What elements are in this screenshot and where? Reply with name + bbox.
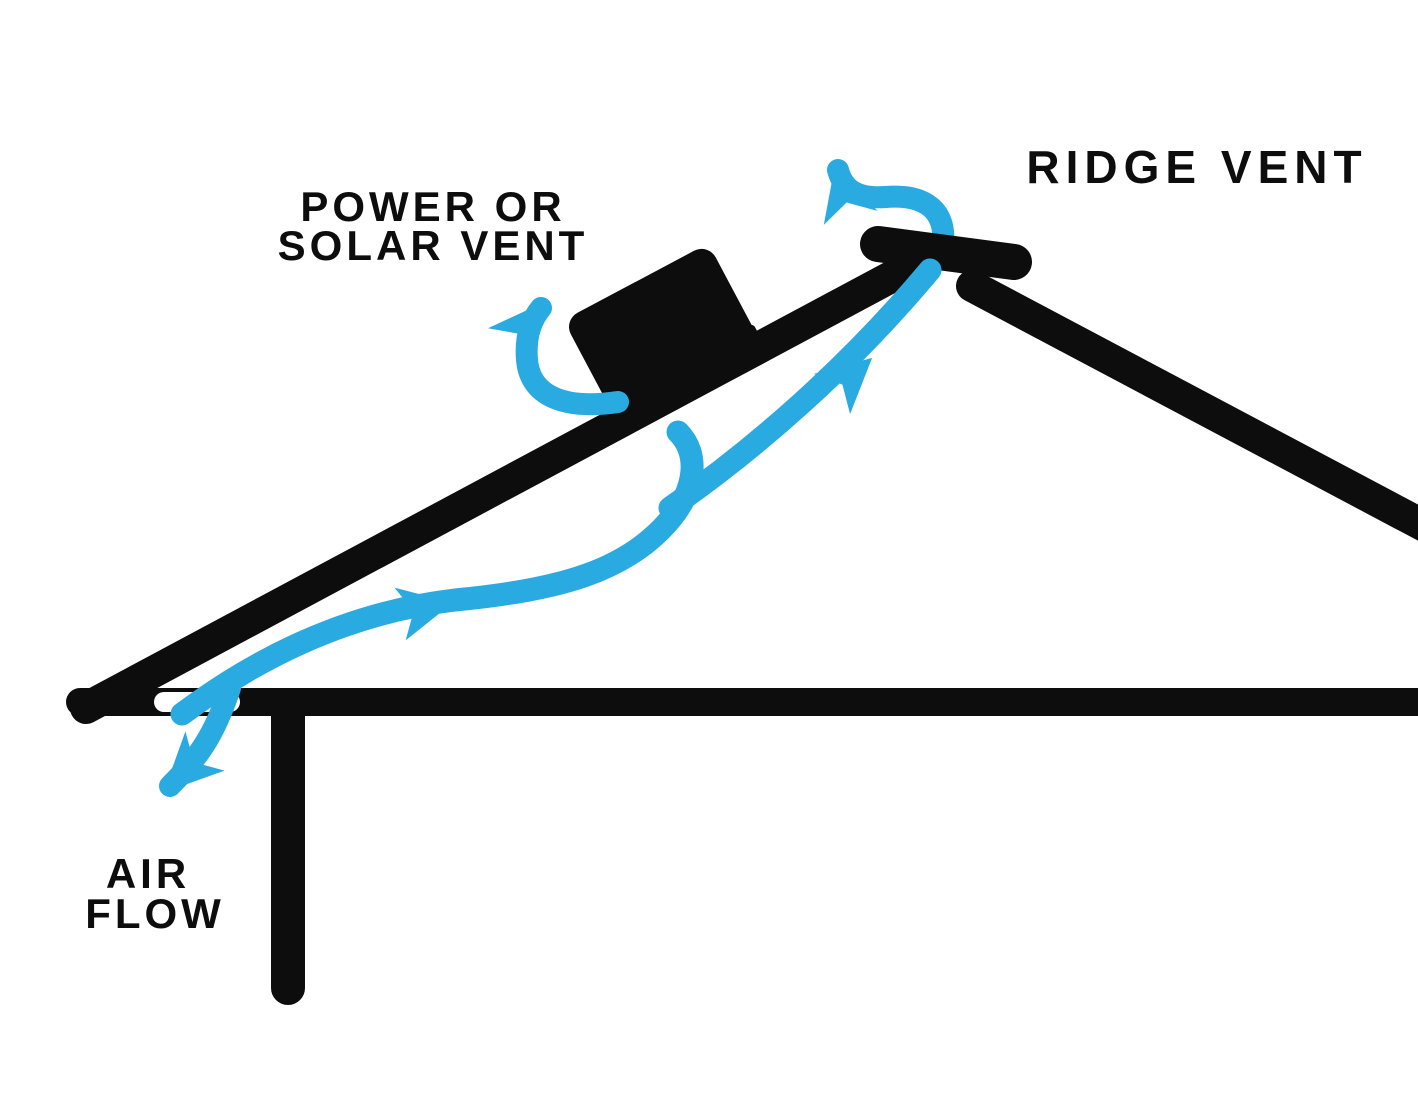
airflow-branch-to-ridge bbox=[658, 258, 942, 520]
airflow-arrowhead-icon bbox=[394, 587, 453, 641]
ridge-vent-cap bbox=[860, 226, 1032, 280]
power-solar-vent-unit bbox=[569, 248, 771, 414]
roof-right-slope bbox=[956, 270, 1418, 541]
label-ridge-vent: RIDGE VENT bbox=[1026, 141, 1367, 193]
roof-left-slope bbox=[70, 238, 950, 724]
ridge-exhaust-arrow bbox=[823, 159, 955, 263]
label-power-vent-line2: SOLAR VENT bbox=[278, 222, 589, 269]
label-air-flow-line1: AIR bbox=[106, 850, 190, 897]
power-solar-vent-body bbox=[569, 248, 756, 414]
label-power-vent-line1: POWER OR bbox=[300, 183, 565, 230]
soffit-intake-arrow bbox=[159, 677, 241, 797]
airflow-arrowhead-icon bbox=[813, 357, 873, 415]
label-air-flow-line2: FLOW bbox=[85, 890, 225, 937]
power-vent-exhaust-arrow bbox=[488, 297, 629, 416]
